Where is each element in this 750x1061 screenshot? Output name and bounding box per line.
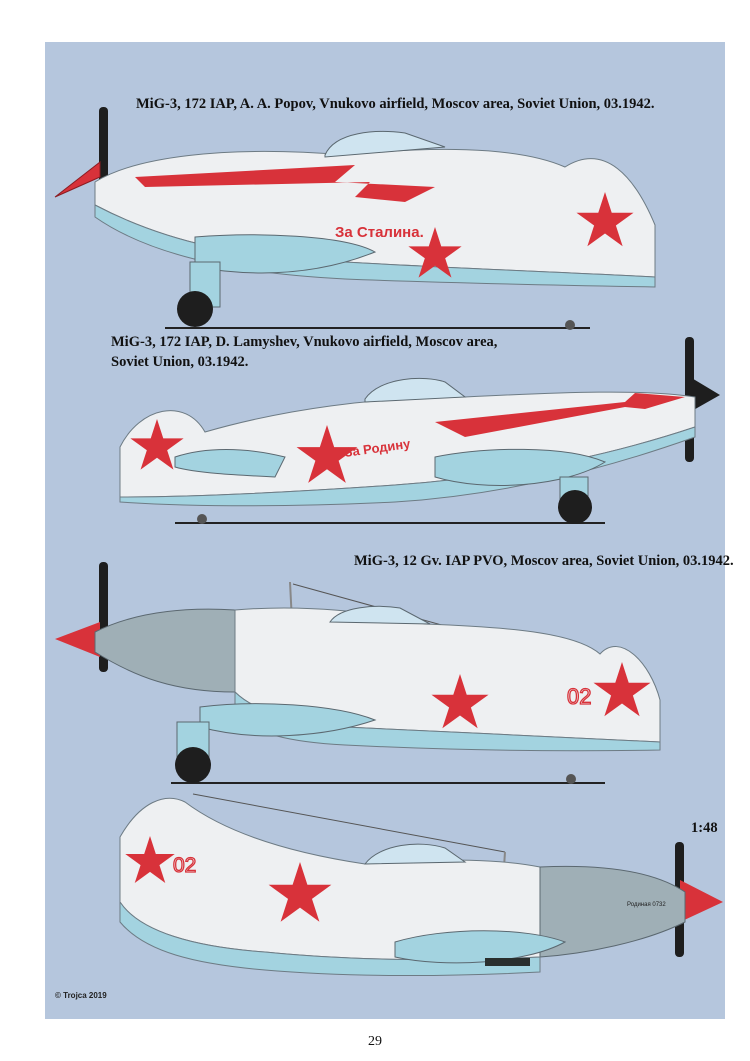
canopy — [364, 377, 467, 403]
engine-cowling — [94, 608, 236, 693]
wing — [394, 930, 567, 964]
fuselage-star — [268, 862, 332, 922]
tail-wheel — [565, 320, 575, 330]
tactical-number: 02 — [173, 854, 196, 877]
spinner — [690, 377, 720, 412]
wing — [194, 234, 377, 274]
aircraft-profile-1: За Сталина. — [54, 107, 656, 330]
tactical-number: 02 — [567, 684, 591, 709]
aircraft-profile-3: 02 — [55, 562, 661, 784]
tailplane — [174, 449, 286, 478]
tail-wheel — [566, 774, 576, 784]
scale-label: 1:48 — [691, 820, 718, 836]
wing — [434, 448, 607, 486]
tail-wheel — [197, 514, 207, 524]
wheel — [558, 490, 592, 524]
page-number: 29 — [368, 1034, 382, 1049]
fuselage-star — [408, 227, 462, 278]
tail-star — [130, 419, 184, 470]
tail-star — [593, 662, 651, 717]
artist-credit: © Trojca 2019 — [55, 991, 107, 1000]
aircraft-profile-2: За Родину — [119, 337, 720, 524]
antenna-wire — [192, 793, 506, 853]
fuselage-star — [296, 425, 358, 483]
lower-fuselage — [119, 900, 541, 977]
canopy — [363, 843, 467, 865]
canopy — [324, 131, 446, 158]
nose-inscription: Родиная 0732 — [627, 902, 666, 908]
engine-cowling — [539, 865, 686, 958]
tail-star — [576, 192, 634, 247]
wheel — [175, 747, 211, 783]
profile-3-caption: MiG-3, 12 Gv. IAP PVO, Moscov area, Sovi… — [354, 553, 734, 569]
profile-2-caption: MiG-3, 172 IAP, D. Lamyshev, Vnukovo air… — [111, 334, 498, 370]
profile-panel: MiG-3, 172 IAP, A. A. Popov, Vnukovo air… — [45, 42, 734, 1019]
wing — [199, 703, 377, 737]
slogan-text: За Сталина. — [335, 224, 424, 241]
wheel — [177, 291, 213, 327]
spinner — [54, 160, 101, 198]
tail-star — [125, 836, 175, 884]
spinner — [680, 880, 723, 922]
aircraft-profile-4: 02 Родиная 0732 — [119, 793, 723, 977]
canopy — [329, 605, 431, 625]
fuselage — [94, 148, 656, 278]
fuselage-star — [431, 674, 489, 729]
spinner — [55, 622, 100, 657]
red-arrow — [435, 393, 685, 437]
red-arrow — [135, 165, 435, 202]
underwing-pod — [485, 958, 530, 966]
profile-1-caption: MiG-3, 172 IAP, A. A. Popov, Vnukovo air… — [136, 96, 655, 112]
